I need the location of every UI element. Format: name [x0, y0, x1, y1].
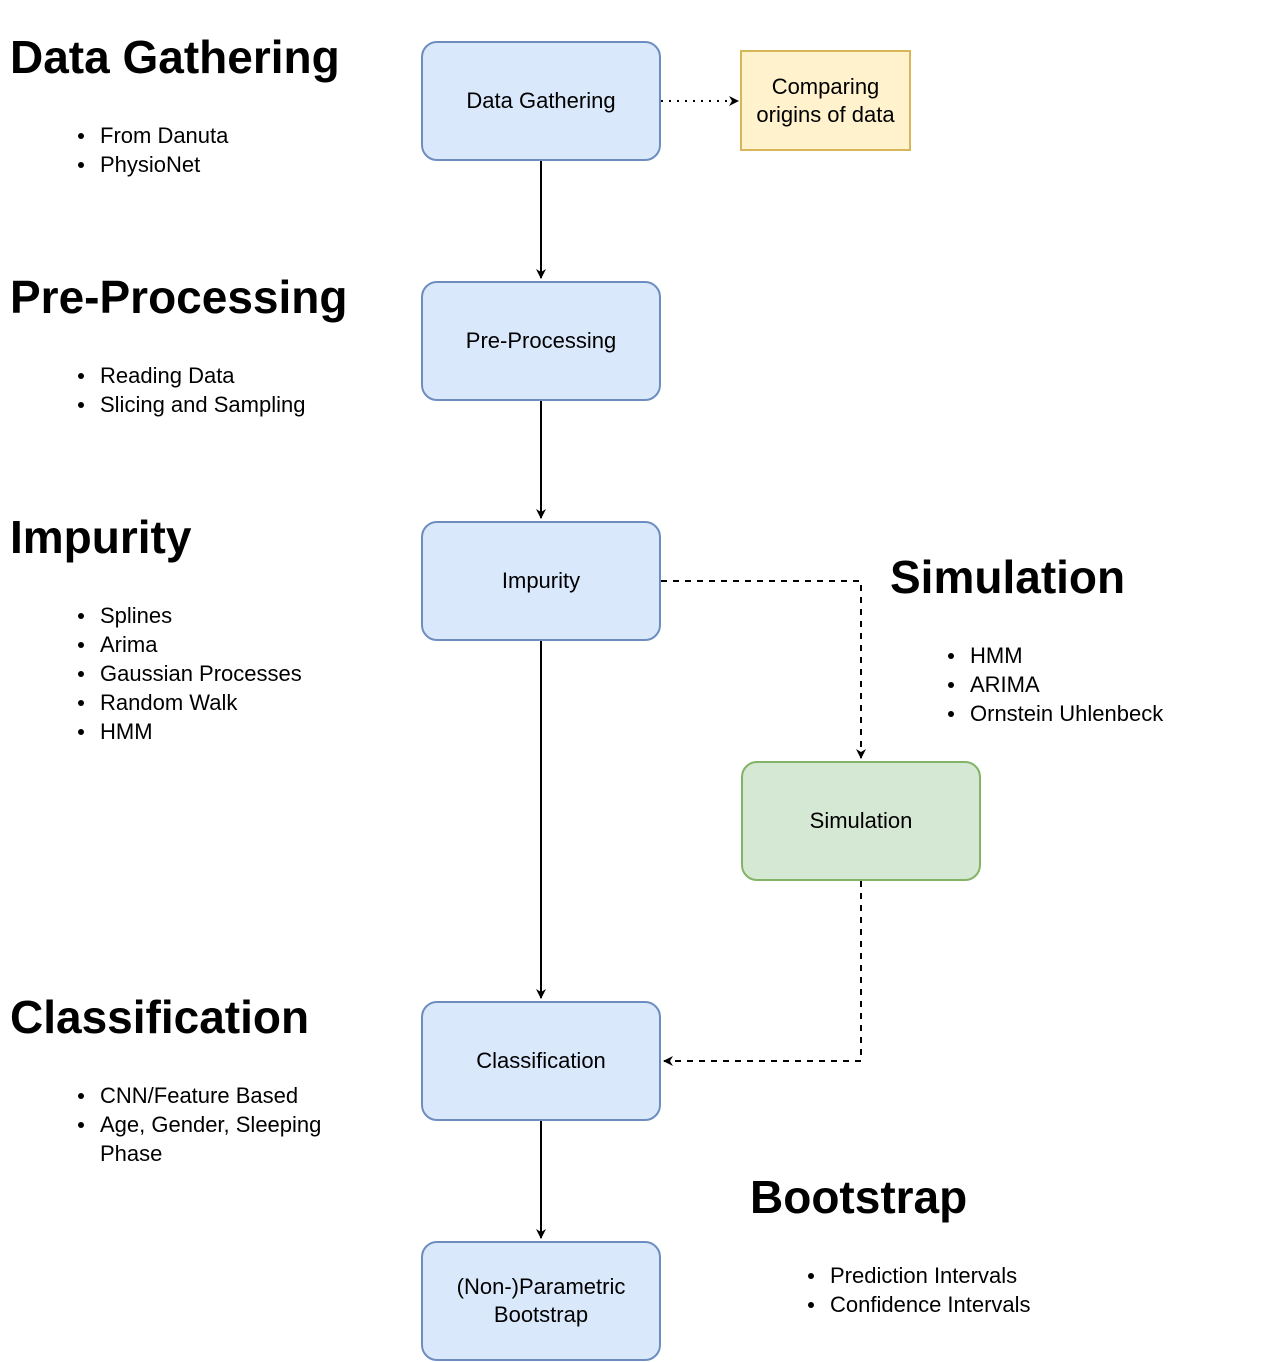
dashed-arrow-impurity-to-simulation [661, 580, 866, 759]
section-bootstrap: Bootstrap Prediction Intervals Confidenc… [750, 1170, 1031, 1319]
list-item: Slicing and Sampling [78, 390, 347, 419]
node-data-gathering[interactable]: Data Gathering [421, 41, 661, 161]
node-label: Data Gathering [466, 88, 616, 113]
simulation-list: HMM ARIMA Ornstein Uhlenbeck [948, 641, 1163, 728]
note-label: Comparing origins of data [756, 73, 895, 127]
section-classification: Classification CNN/Feature Based Age, Ge… [10, 990, 343, 1168]
list-item: HMM [78, 717, 302, 746]
node-bootstrap[interactable]: (Non-)Parametric Bootstrap [421, 1241, 661, 1361]
node-classification[interactable]: Classification [421, 1001, 661, 1121]
impurity-list: Splines Arima Gaussian Processes Random … [78, 601, 302, 746]
node-simulation[interactable]: Simulation [741, 761, 981, 881]
node-label: Classification [476, 1048, 606, 1073]
node-pre-processing[interactable]: Pre-Processing [421, 281, 661, 401]
list-item: Arima [78, 630, 302, 659]
section-data-gathering: Data Gathering From Danuta PhysioNet [10, 30, 340, 179]
section-simulation: Simulation HMM ARIMA Ornstein Uhlenbeck [890, 550, 1163, 728]
node-label: (Non-)Parametric Bootstrap [456, 1274, 626, 1327]
list-item: Ornstein Uhlenbeck [948, 699, 1163, 728]
list-item: Confidence Intervals [808, 1290, 1031, 1319]
section-heading-bootstrap: Bootstrap [750, 1171, 968, 1223]
note-comparing-origins[interactable]: Comparing origins of data [740, 50, 911, 151]
section-heading-simulation: Simulation [890, 551, 1126, 603]
section-heading-data-gathering: Data Gathering [10, 31, 340, 83]
bootstrap-list: Prediction Intervals Confidence Interval… [808, 1261, 1031, 1319]
dashed-arrow-simulation-to-classification [663, 881, 862, 1066]
node-label: Pre-Processing [465, 328, 617, 353]
list-item: HMM [948, 641, 1163, 670]
node-label: Simulation [809, 808, 913, 833]
section-heading-impurity: Impurity [10, 511, 192, 563]
list-item: Reading Data [78, 361, 347, 390]
list-item: Splines [78, 601, 302, 630]
section-heading-classification: Classification [10, 991, 310, 1043]
classification-list: CNN/Feature Based Age, Gender, Sleeping … [78, 1081, 343, 1168]
list-item: Random Walk [78, 688, 302, 717]
section-impurity: Impurity Splines Arima Gaussian Processe… [10, 510, 302, 746]
node-impurity[interactable]: Impurity [421, 521, 661, 641]
list-item: Gaussian Processes [78, 659, 302, 688]
list-item: PhysioNet [78, 150, 340, 179]
section-heading-pre-processing: Pre-Processing [10, 271, 348, 323]
list-item: From Danuta [78, 121, 340, 150]
node-label: Impurity [501, 568, 581, 593]
list-item: CNN/Feature Based [78, 1081, 343, 1110]
pre-processing-list: Reading Data Slicing and Sampling [78, 361, 347, 419]
section-pre-processing: Pre-Processing Reading Data Slicing and … [10, 270, 347, 419]
list-item: ARIMA [948, 670, 1163, 699]
data-gathering-list: From Danuta PhysioNet [78, 121, 340, 179]
list-item: Prediction Intervals [808, 1261, 1031, 1290]
list-item: Age, Gender, Sleeping Phase [78, 1110, 343, 1168]
